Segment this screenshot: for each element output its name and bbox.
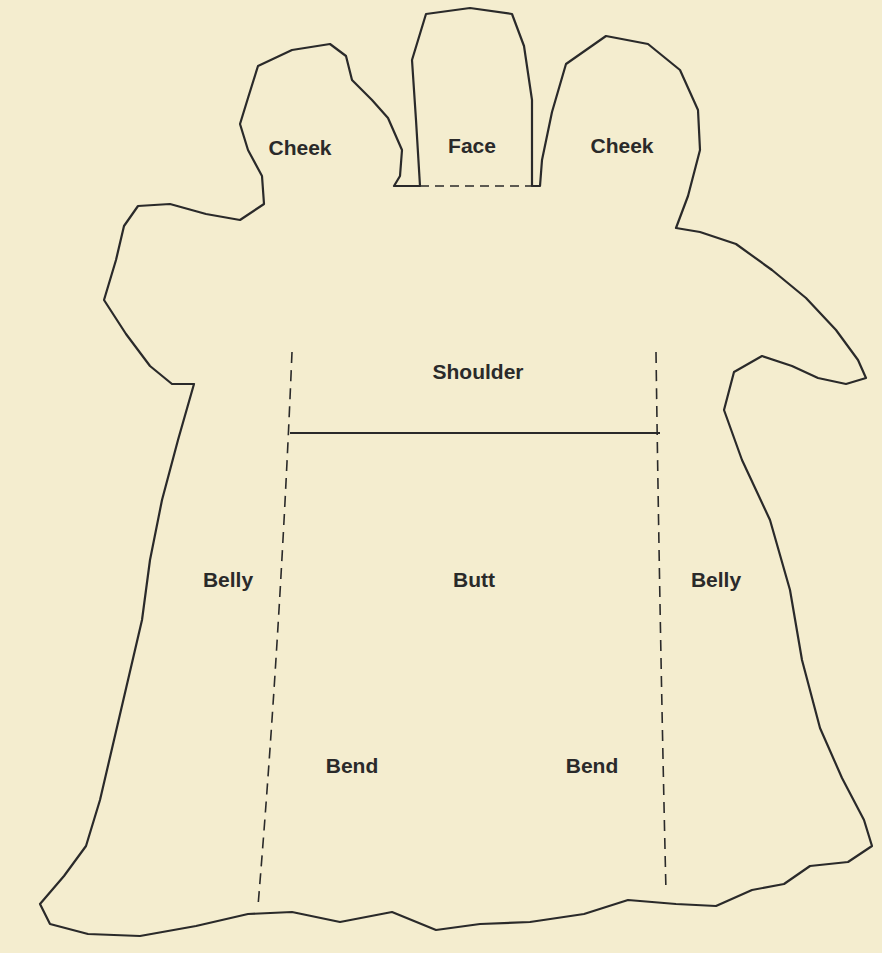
face-boundary (420, 185, 532, 187)
shoulder-butt-line (290, 432, 660, 434)
region-label: Belly (203, 568, 253, 592)
region-label: Shoulder (432, 360, 523, 384)
region-label: Bend (566, 754, 619, 778)
belly-boundary-left (258, 352, 292, 906)
region-label: Belly (691, 568, 741, 592)
region-label: Cheek (268, 136, 331, 160)
region-label: Cheek (590, 134, 653, 158)
belly-boundary-right (656, 352, 666, 892)
hide-outline-path (40, 8, 872, 936)
region-label: Face (448, 134, 496, 158)
region-label: Bend (326, 754, 379, 778)
region-label: Butt (453, 568, 495, 592)
